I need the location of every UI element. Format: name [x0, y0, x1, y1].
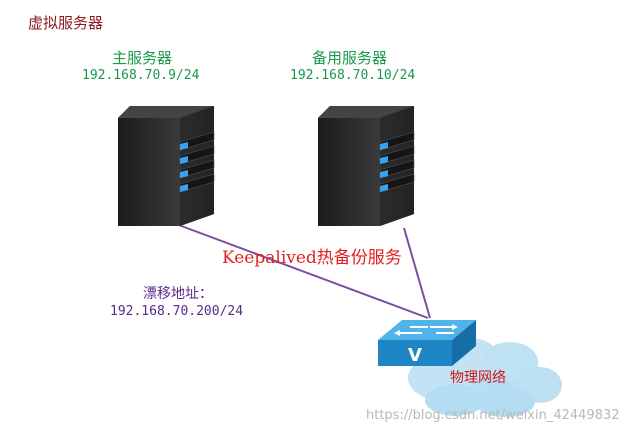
link-backup-to-switch: [403, 227, 431, 319]
vip-address: 192.168.70.200/24: [110, 304, 244, 319]
service-label: Keepalived热备份服务: [222, 248, 402, 268]
backup-server-ip: 192.168.70.10/24: [290, 68, 416, 83]
cloud-icon: [408, 338, 562, 417]
watermark: https://blog.csdn.net/weixin_42449832: [366, 408, 620, 423]
diagram-title: 虚拟服务器: [28, 14, 104, 32]
switch-glyph: V: [408, 345, 422, 366]
link-primary-to-switch: [175, 223, 429, 319]
vip-label: 漂移地址：: [143, 286, 213, 302]
switch-icon: V: [378, 320, 476, 366]
primary-server-icon: [118, 106, 215, 226]
primary-server-ip: 192.168.70.9/24: [82, 68, 200, 83]
network-label: 物理网络: [450, 370, 506, 386]
backup-server-icon: [318, 106, 415, 226]
backup-server-name: 备用服务器: [312, 49, 388, 67]
primary-server-name: 主服务器: [112, 49, 173, 67]
